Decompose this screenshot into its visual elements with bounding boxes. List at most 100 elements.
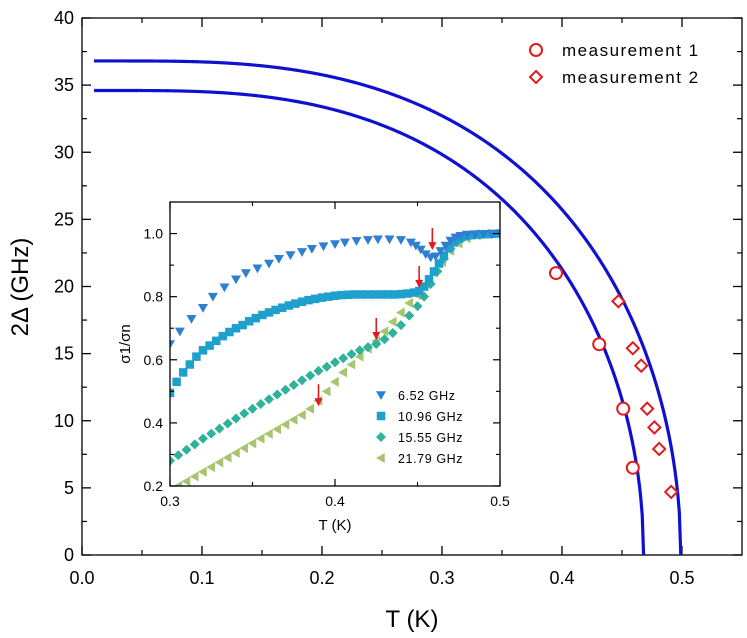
inset-legend-label-1: 6.52 GHz <box>398 389 456 403</box>
measurement-2-marker <box>639 401 655 417</box>
inset-series-4-marker <box>280 419 290 430</box>
inset-series-3-marker <box>412 301 423 312</box>
inset-series-2-marker <box>291 299 300 308</box>
inset-series-2-marker <box>419 282 429 291</box>
inset-series-3-marker <box>371 339 382 349</box>
x-tick-label: 0.0 <box>69 568 94 588</box>
inset-series-1-marker <box>372 235 383 245</box>
inset-series-2-marker <box>350 290 360 299</box>
inset-series-4-marker <box>354 351 364 362</box>
inset-legend-label-4: 21.79 GHz <box>398 452 463 466</box>
x-tick-label: 0.5 <box>669 568 694 588</box>
inset-series-3-marker <box>346 349 357 360</box>
inset-series-1-marker <box>207 292 218 302</box>
measurement-2-marker <box>610 293 626 309</box>
inset-series-3-marker <box>379 334 390 345</box>
inset-series-2-marker <box>390 290 399 299</box>
main-fit-curves <box>94 59 683 555</box>
inset-y-axis-title: σ1/σn <box>117 324 134 363</box>
inset-series-1-marker <box>285 251 296 261</box>
inset-series-3-marker <box>321 361 332 372</box>
inset-series-4-marker <box>396 307 405 318</box>
inset-series-2-marker <box>211 336 221 346</box>
inset-series-1-marker <box>478 230 489 239</box>
inset-series-2-marker <box>444 243 454 253</box>
y-tick-label: 5 <box>64 478 74 498</box>
inset-series-1-marker <box>252 264 263 274</box>
inset-y-tick-label: 0.2 <box>144 478 164 494</box>
inset-series-2-marker <box>192 352 201 361</box>
inset-series-1-marker <box>174 327 185 337</box>
inset-series-3-marker <box>404 310 415 321</box>
inset-series-4-marker <box>173 481 182 486</box>
inset-series-1-marker <box>297 248 307 257</box>
inset-series-1-marker <box>420 250 431 260</box>
inset-series-4-marker <box>214 457 224 468</box>
measurement-2-marker <box>625 340 641 356</box>
inset-series-1-marker <box>231 275 241 285</box>
inset-series-3-marker <box>280 384 291 395</box>
inset-series-2-marker <box>251 313 261 323</box>
inset-x-tick-label: 0.3 <box>160 493 180 509</box>
y-tick-label: 10 <box>54 411 74 431</box>
inset-series-2-marker <box>277 303 287 312</box>
inset-y-tick-label: 0.6 <box>144 352 164 368</box>
inset-series-2-marker <box>439 251 449 260</box>
inset-series-3-marker <box>239 408 250 419</box>
measurement-1-marker <box>625 460 640 475</box>
inset-series-3-marker <box>222 418 233 429</box>
inset-series-2-marker <box>258 310 267 320</box>
fit-curve-2 <box>94 59 683 555</box>
inset-series-2-marker <box>429 267 439 276</box>
inset-series-4-marker <box>198 466 207 477</box>
inset-y-tick-label: 0.4 <box>144 415 164 431</box>
fit-curve-1 <box>94 88 646 555</box>
inset-series-2-marker <box>467 230 477 240</box>
inset-series-4-marker <box>305 403 314 414</box>
inset-series-2-marker <box>383 290 393 299</box>
inset-x-tick-label: 0.5 <box>490 493 510 509</box>
inset-series-1-marker <box>219 283 230 293</box>
inset-series-2-marker <box>449 238 459 247</box>
inset-series-1-marker <box>240 269 251 278</box>
inset-series-2-marker <box>396 289 406 299</box>
inset-series-2-marker <box>424 275 434 284</box>
inset-series-4-marker <box>231 447 240 458</box>
inset-series-2-marker <box>225 327 234 337</box>
inset-series-3-marker <box>189 439 200 450</box>
inset-series-1-marker <box>405 238 416 248</box>
y-tick-label: 15 <box>54 344 74 364</box>
inset-series-2-marker <box>434 259 444 268</box>
inset-series-3-marker <box>170 455 175 466</box>
y-tick-label: 30 <box>54 142 74 162</box>
y-tick-label: 25 <box>54 209 74 229</box>
measurement-2-marker <box>633 358 649 374</box>
inset-series-3-marker <box>338 353 349 364</box>
measurement-2-marker <box>651 441 667 457</box>
inset-series-2-marker <box>264 308 274 317</box>
inset-series-4-marker <box>330 376 339 387</box>
inset-series-2-marker <box>454 234 463 243</box>
inset-series-2-marker <box>357 290 366 299</box>
inset-y-tick-label: 1.0 <box>144 226 164 242</box>
inset-series-3-marker <box>387 327 398 338</box>
inset-series-2-marker <box>414 286 424 296</box>
measurement-2-marker <box>663 484 679 500</box>
inset-series-2-marker <box>172 377 181 387</box>
y-tick-label: 20 <box>54 277 74 297</box>
inset-series-3-marker <box>396 320 406 331</box>
legend-marker-2 <box>528 69 544 85</box>
x-tick-label: 0.4 <box>549 568 574 588</box>
inset-series-1-marker <box>186 315 197 324</box>
inset-series-1-marker <box>486 230 497 239</box>
inset-series-3-marker <box>272 389 283 400</box>
inset-series-2-marker <box>170 388 175 398</box>
inset-series-2-marker <box>370 290 379 299</box>
inset-series-1-marker <box>330 240 340 249</box>
inset-series-3-marker <box>313 365 324 376</box>
inset-series-3-marker <box>297 375 307 386</box>
measurement-2-marker <box>646 420 662 435</box>
inset-series-3-marker <box>305 370 316 381</box>
